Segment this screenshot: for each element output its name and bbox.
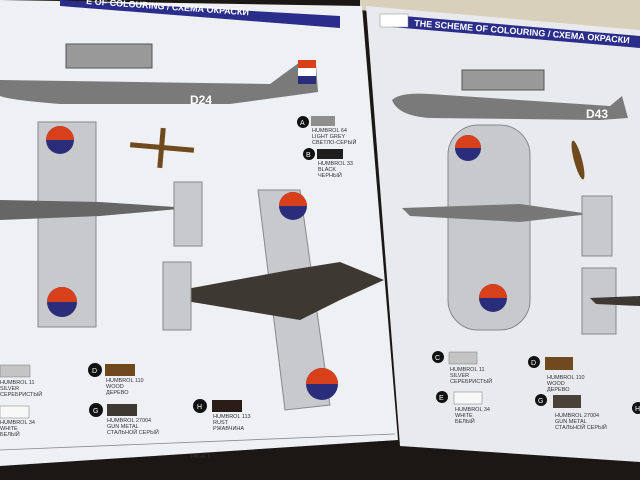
color-swatch-c: HUMBROL 11 SILVER СЕРЕБРИСТЫЙ [0,364,42,398]
svg-text:СЕРЕБРИСТЫЙ: СЕРЕБРИСТЫЙ [450,377,492,385]
color-swatch-e: HUMBROL 34 WHITE БЕЛЫЙ [0,405,35,438]
svg-text:WHITE: WHITE [455,413,473,419]
color-swatch-d: D HUMBROL 110 WOOD ДЕРЕВО [528,356,585,393]
right-sheet: THE SCHEME OF COLOURING / СХЕМА ОКРАСКИ … [366,6,640,462]
svg-text:HUMBROL 34: HUMBROL 34 [0,420,35,426]
color-swatch-h: H HUMBROL 113 RUST РЖАВЧИНА [193,399,251,432]
right-color-legend: C HUMBROL 11 SILVER СЕРЕБРИСТЫЙ D HUMBRO… [432,351,640,431]
svg-text:RUST: RUST [213,420,229,426]
top-view-fuselage [402,204,590,222]
svg-text:G: G [93,408,98,415]
svg-text:ДЕРЕВО: ДЕРЕВО [106,390,129,396]
side-view-hull [0,62,318,104]
svg-text:HUMBROL 27004: HUMBROL 27004 [555,413,599,419]
top-view-wing [447,124,531,331]
svg-text:HUMBROL 34: HUMBROL 34 [455,407,490,413]
svg-text:СТАЛЬНОЙ СЕРЫЙ: СТАЛЬНОЙ СЕРЫЙ [107,428,159,436]
svg-text:HUMBROL 113: HUMBROL 113 [213,414,251,420]
bottom-view-tailplane [162,261,192,331]
color-swatch-g: G HUMBROL 27004 GUN METAL СТАЛЬНОЙ СЕРЫЙ [535,394,607,431]
roundel-red [46,126,74,140]
svg-text:SILVER: SILVER [0,386,19,392]
color-swatch-g: G HUMBROL 27004 GUN METAL СТАЛЬНОЙ СЕРЫЙ [89,403,159,436]
top-view-tailplane [173,181,203,247]
roundel-red [306,368,338,384]
left-title-banner [60,0,340,28]
svg-text:LIGHT GREY: LIGHT GREY [312,134,346,140]
right-registration: D43 [586,107,608,121]
svg-text:HUMBROL 110: HUMBROL 110 [106,378,144,384]
left-sheet: E OF COLOURING / СХЕМА ОКРАСКИ D24 A [0,0,398,466]
svg-text:A: A [300,120,305,127]
svg-text:GUN METAL: GUN METAL [555,419,587,425]
roundel-red [47,287,77,302]
color-swatch-e: E HUMBROL 34 WHITE БЕЛЫЙ [436,391,490,425]
bottom-view-fuselage [590,296,640,306]
svg-text:HUMBROL 11: HUMBROL 11 [0,380,35,386]
svg-text:СВЕТЛО-СЕРЫЙ: СВЕТЛО-СЕРЫЙ [312,138,356,146]
svg-text:ЧЕРНЫЙ: ЧЕРНЫЙ [318,171,342,179]
svg-text:D: D [92,368,97,375]
svg-text:D: D [531,360,536,367]
roundel-red [279,192,307,206]
svg-text:B: B [306,152,311,159]
svg-text:HUMBROL 11: HUMBROL 11 [450,367,485,373]
color-swatch-a: A HUMBROL 64 LIGHT GREY СВЕТЛО-СЕРЫЙ [297,116,356,146]
svg-text:БЕЛЫЙ: БЕЛЫЙ [455,417,475,425]
left-registration: D24 [190,93,212,107]
footer-divider [0,433,396,451]
svg-text:H: H [197,404,202,411]
roundel-red [455,135,481,148]
svg-text:РЖАВЧИНА: РЖАВЧИНА [213,426,244,432]
color-swatch-d: D HUMBROL 110 WOOD ДЕРЕВО [88,363,144,396]
top-view-fuselage [0,200,190,220]
svg-text:HUMBROL 27004: HUMBROL 27004 [107,418,151,424]
side-view-engine [461,69,545,91]
propeller [129,127,195,169]
svg-text:ДЕРЕВО: ДЕРЕВО [547,387,570,393]
color-swatch-c: C HUMBROL 11 SILVER СЕРЕБРИСТЫЙ [432,351,492,385]
svg-text:GUN METAL: GUN METAL [107,424,139,430]
svg-text:C: C [435,355,440,362]
svg-text:WOOD: WOOD [547,381,565,387]
color-swatch-b: B HUMBROL 33 BLACK ЧЕРНЫЙ [303,148,353,179]
rudder-flag-blue [298,76,316,84]
svg-text:WHITE: WHITE [0,426,18,432]
side-view-hull [392,93,628,120]
svg-text:G: G [538,398,543,405]
svg-text:СЕРЕБРИСТЫЙ: СЕРЕБРИСТЫЙ [0,390,42,398]
svg-text:HUMBROL 64: HUMBROL 64 [312,128,347,134]
svg-text:HUMBROL 33: HUMBROL 33 [318,161,353,167]
right-title-banner [380,14,640,48]
bottom-view-hull [170,262,384,320]
top-view-tailplane [581,195,613,257]
side-view-engine [65,43,153,69]
color-swatch-h: H [632,402,640,414]
roundel-red [479,284,507,298]
svg-text:HUMBROL 110: HUMBROL 110 [547,375,585,381]
svg-text:БЕЛЫЙ: БЕЛЫЙ [0,430,20,438]
propeller [571,140,585,180]
svg-text:E: E [439,395,444,402]
svg-text:SILVER: SILVER [450,373,469,379]
page-number: PAGE 1 [191,454,210,460]
svg-text:H: H [635,406,640,413]
svg-text:BLACK: BLACK [318,167,336,173]
svg-text:СТАЛЬНОЙ СЕРЫЙ: СТАЛЬНОЙ СЕРЫЙ [555,423,607,431]
brand-logo [379,13,409,28]
rudder-flag-white [298,68,316,76]
svg-text:WOOD: WOOD [106,384,124,390]
